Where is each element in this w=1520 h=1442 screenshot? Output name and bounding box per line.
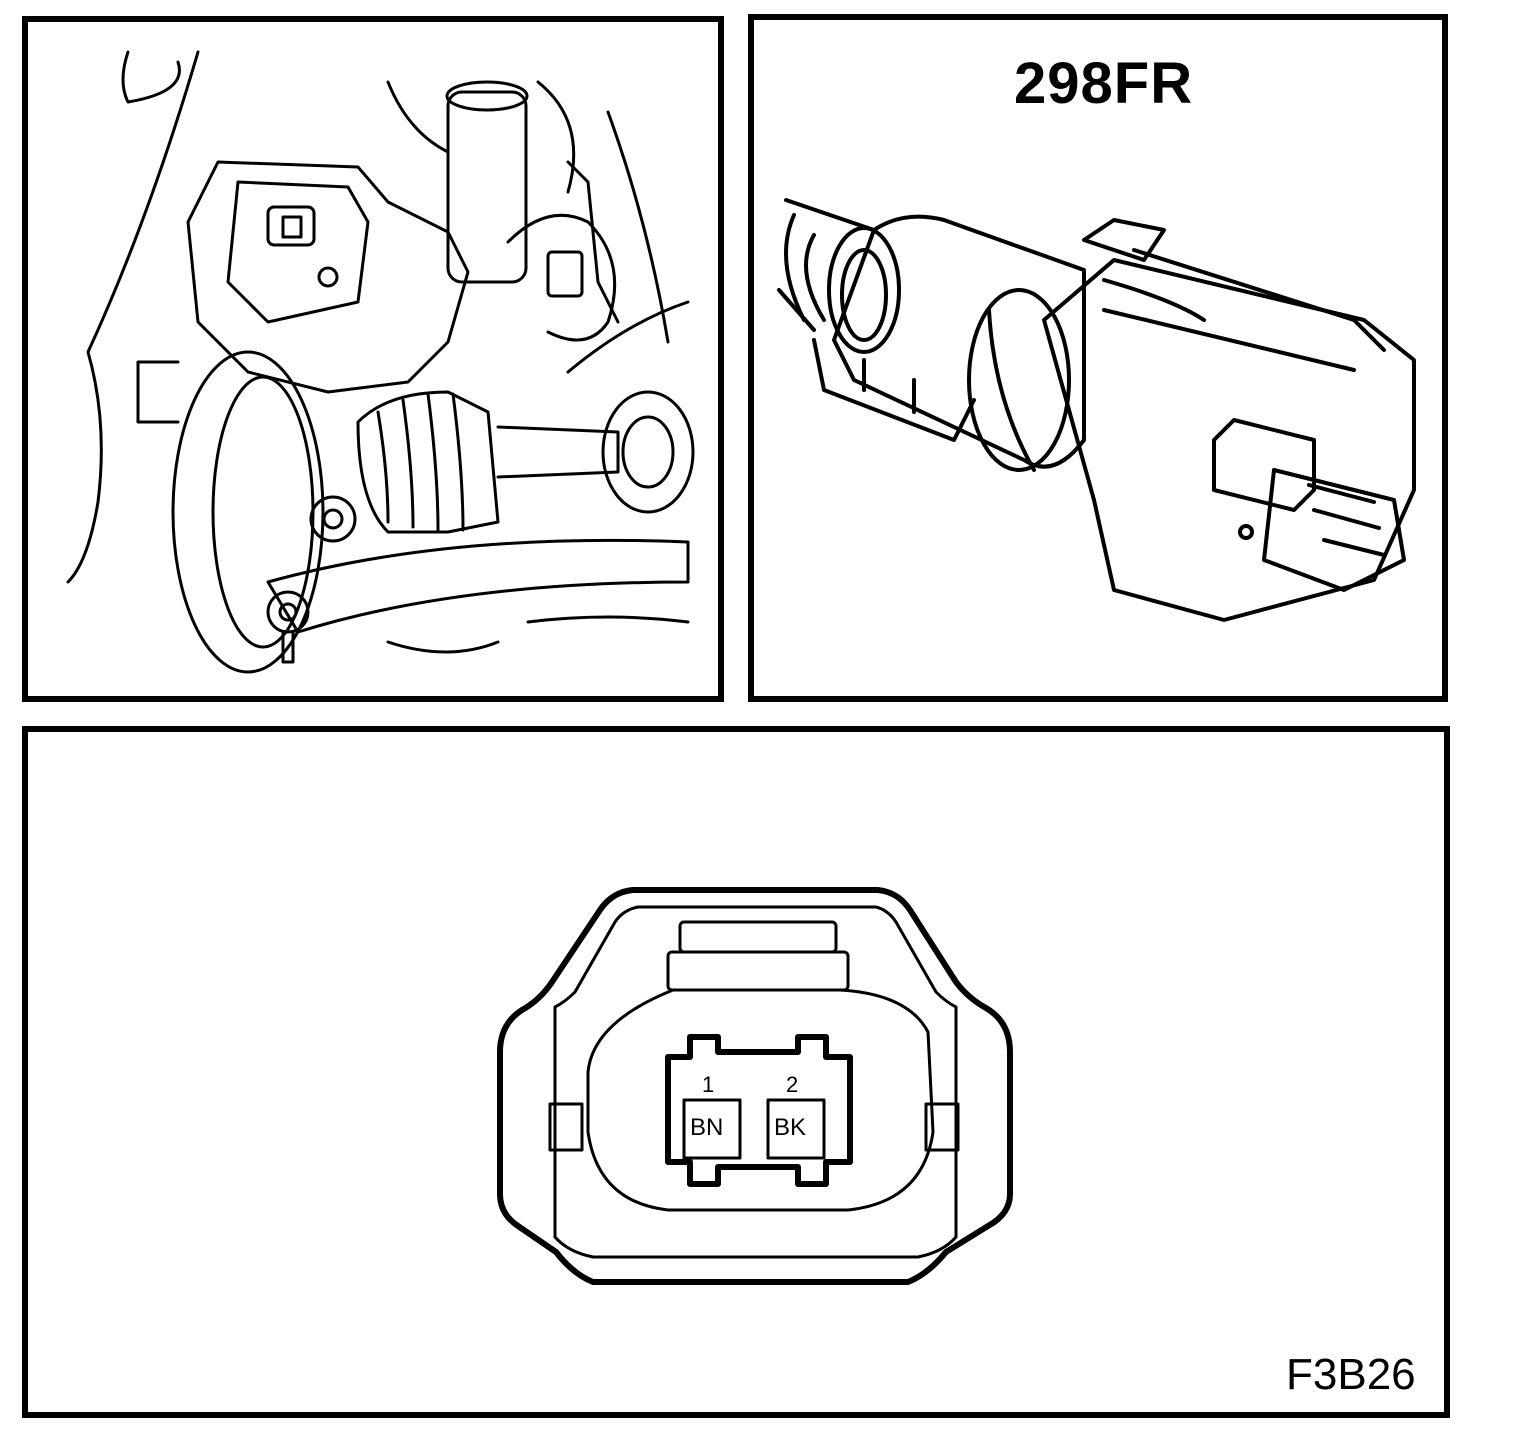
sensor-connector-panel: 298FR: [748, 14, 1448, 702]
pin-1-number: 1: [702, 1072, 715, 1097]
pin-2-number: 2: [786, 1072, 799, 1097]
sensor-connector-illustration: [777, 198, 1416, 622]
pin-2-wire-color: BK: [774, 1114, 807, 1141]
figure-id-label: F3B26: [1286, 1350, 1416, 1399]
connector-face-outline: [497, 887, 1013, 1285]
part-code-label: 298FR: [1014, 51, 1194, 116]
pin-1-wire-color: BN: [690, 1114, 724, 1141]
wheel-hub-illustration-panel: [22, 16, 724, 702]
wheel-hub-illustration: [66, 50, 695, 674]
connector-pinout-panel: 1 2 BN BK F3B26: [22, 726, 1450, 1418]
